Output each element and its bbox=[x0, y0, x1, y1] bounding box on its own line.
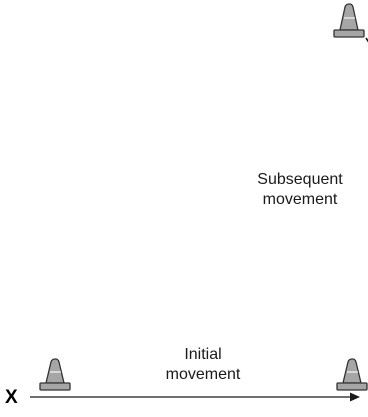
subsequent-label-line-1: Subsequent bbox=[257, 171, 343, 188]
initial-movement-arrow bbox=[30, 392, 360, 402]
start-point-label: X bbox=[5, 387, 18, 408]
initial-movement-label: Initial movement bbox=[145, 345, 261, 385]
cone-icon bbox=[333, 3, 365, 38]
subsequent-label-line-2: movement bbox=[262, 191, 338, 208]
cone-icon bbox=[336, 358, 368, 391]
initial-label-line-1: Initial bbox=[184, 346, 222, 363]
point-marker-cropped bbox=[365, 37, 368, 43]
subsequent-movement-label: Subsequent movement bbox=[242, 170, 358, 210]
arrow-right-icon bbox=[350, 392, 360, 402]
cone-icon bbox=[39, 358, 71, 391]
initial-label-line-2: movement bbox=[165, 366, 241, 383]
